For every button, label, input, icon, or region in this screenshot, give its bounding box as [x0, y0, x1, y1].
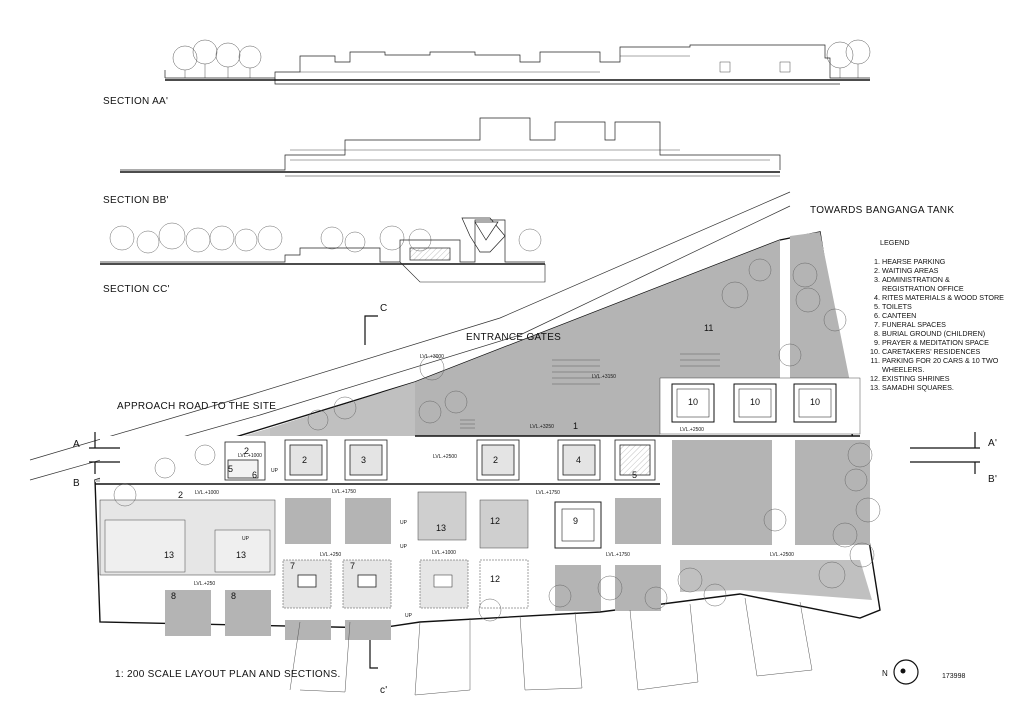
room-number: 11: [704, 323, 713, 333]
legend-item: HEARSE PARKING: [882, 257, 1005, 266]
marker-b: B: [73, 478, 80, 489]
legend-item: BURIAL GROUND (CHILDREN): [882, 329, 1005, 338]
room-number: 3: [361, 455, 366, 465]
level-label: LVL.+1000: [238, 453, 262, 459]
level-label: LVL.+3150: [592, 374, 616, 380]
room-number: 2: [178, 490, 183, 500]
room-number: 10: [750, 397, 760, 407]
residences: [671, 383, 837, 423]
room-number: 2: [302, 455, 307, 465]
section-aa-title: SECTION AA': [103, 96, 168, 107]
level-label: LVL.+1000: [432, 550, 456, 556]
up-label: UP: [271, 468, 279, 474]
legend: LEGEND HEARSE PARKINGWAITING AREASADMINI…: [870, 238, 1005, 392]
legend-item: CARETAKERS' RESIDENCES: [882, 347, 1005, 356]
room-number: 9: [573, 516, 578, 526]
up-label: UP: [400, 544, 408, 550]
section-aa-drawing: [164, 39, 871, 85]
marker-b-prime: B': [988, 474, 997, 485]
level-label: LVL.+3000: [420, 354, 444, 360]
room-number: 13: [236, 550, 246, 560]
legend-item: SAMADHI SQUARES.: [882, 383, 1005, 392]
room-number: 12: [490, 574, 500, 584]
level-label: LVL.+2500: [433, 454, 457, 460]
legend-item: CANTEEN: [882, 311, 1005, 320]
room-numbers: 1 2 2 2 2 3 4 5 5 6 7 7 8 8 9 10 10 10 1…: [164, 323, 820, 601]
room-number: 10: [810, 397, 820, 407]
room-number: 5: [632, 470, 637, 480]
zone-parking: [415, 240, 780, 436]
legend-item: PARKING FOR 20 CARS & 10 TWO WHEELERS.: [882, 356, 1005, 374]
level-label: LVL.+1750: [606, 552, 630, 558]
legend-title: LEGEND: [880, 238, 910, 247]
legend-list: HEARSE PARKINGWAITING AREASADMINISTRATIO…: [870, 257, 1005, 392]
room-number: 8: [171, 591, 176, 601]
room-number: 8: [231, 591, 236, 601]
sheet-number: 173998: [942, 673, 965, 680]
level-labels: LVL.+3000 LVL.+3150 LVL.+3250 LVL.+2500 …: [194, 354, 794, 587]
terrace-lines: [289, 597, 813, 696]
room-number: 4: [576, 455, 581, 465]
level-label: LVL.+250: [320, 552, 341, 558]
legend-item: ADMINISTRATION & REGISTRATION OFFICE: [882, 275, 1005, 293]
section-cc-drawing: [100, 217, 546, 283]
site-plan: [94, 231, 881, 696]
section-cut-markers: [89, 315, 980, 669]
level-label: LVL.+1750: [332, 489, 356, 495]
approach-road-label: APPROACH ROAD TO THE SITE: [117, 401, 276, 412]
up-label: UP: [400, 520, 408, 526]
room-number: 1: [573, 421, 578, 431]
section-bb-drawing: [120, 117, 781, 177]
room-number: 12: [490, 516, 500, 526]
legend-item: EXISTING SHRINES: [882, 374, 1005, 383]
legend-item: TOILETS: [882, 302, 1005, 311]
room-number: 7: [290, 561, 295, 571]
marker-a-prime: A': [988, 438, 997, 449]
section-cc-title: SECTION CC': [103, 284, 170, 295]
room-number: 2: [493, 455, 498, 465]
room-number: 7: [350, 561, 355, 571]
marker-c: C: [380, 303, 388, 314]
legend-item: PRAYER & MEDITATION SPACE: [882, 338, 1005, 347]
plan-trees: [113, 258, 881, 622]
room-number: 13: [164, 550, 174, 560]
room-number: 6: [252, 470, 257, 480]
north-arrow-icon: [893, 659, 919, 685]
section-cc-trees: [109, 222, 542, 254]
towards-label: TOWARDS BANGANGA TANK: [810, 205, 954, 216]
marker-c-prime: c': [380, 685, 388, 696]
level-label: LVL.+1750: [536, 490, 560, 496]
level-label: LVL.+3250: [530, 424, 554, 430]
up-label: UP: [405, 613, 413, 619]
room-number: 13: [436, 523, 446, 533]
entrance-gates-label: ENTRANCE GATES: [466, 332, 561, 343]
level-label: LVL.+2500: [770, 552, 794, 558]
room-number: 5: [228, 464, 233, 474]
legend-item: FUNERAL SPACES: [882, 320, 1005, 329]
level-label: LVL.+2500: [680, 427, 704, 433]
legend-item: RITES MATERIALS & WOOD STORE: [882, 293, 1005, 302]
level-label: LVL.+250: [194, 581, 215, 587]
up-label: UP: [242, 536, 250, 542]
marker-a: A: [73, 439, 80, 450]
section-bb-title: SECTION BB': [103, 195, 169, 206]
up-markers: UP UP UP UP UP: [242, 468, 413, 619]
room-number: 10: [688, 397, 698, 407]
building-row: [224, 439, 656, 481]
legend-item: WAITING AREAS: [882, 266, 1005, 275]
scale-label: 1: 200 SCALE LAYOUT PLAN AND SECTIONS.: [115, 669, 341, 680]
entrance-steps: [460, 353, 720, 429]
level-label: LVL.+1000: [195, 490, 219, 496]
section-aa-trees: [172, 39, 871, 78]
north-label: N: [882, 669, 888, 678]
room-number: 2: [244, 446, 249, 456]
